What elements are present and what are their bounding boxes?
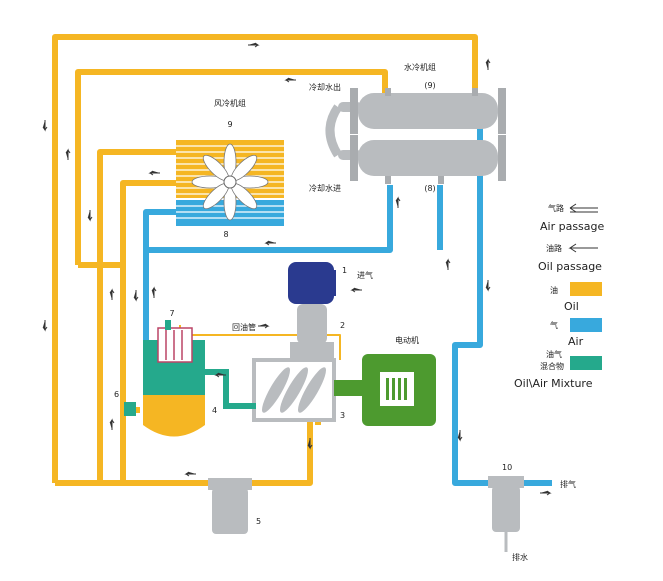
oil-pipe-fan-return <box>120 180 176 483</box>
air-pipes <box>143 100 552 486</box>
oil-filter-body <box>212 488 248 534</box>
air-cooler: 风冷机组 9 8 <box>176 98 284 239</box>
legend-oil-en: Oil <box>564 300 579 313</box>
fan-blades <box>191 143 269 221</box>
filter-num-6: 6 <box>114 390 119 399</box>
valve-num: 2 <box>340 321 345 330</box>
water-cooler-num-8: (8) <box>424 184 435 193</box>
intake-num: 1 <box>342 266 347 275</box>
legend-air: 气 Air <box>550 318 602 348</box>
motor-label: 电动机 <box>395 335 419 345</box>
legend-oil-cn: 油 <box>550 285 558 295</box>
air-cooler-num-8: 8 <box>223 230 228 239</box>
legend-air-sw-en: Air <box>568 335 584 348</box>
air-cooler-num-9: 9 <box>227 120 232 129</box>
legend-oil: 油 Oil <box>550 282 602 313</box>
air-pipe-left <box>143 209 176 340</box>
legend-air-cn: 气路 <box>548 203 564 213</box>
legend-mix-cn-2: 混合物 <box>540 361 564 371</box>
oil-passage-arrow-icon <box>568 243 598 253</box>
air-intake: 1 进气 2 <box>288 262 373 344</box>
legend-oil-path-en: Oil passage <box>538 260 602 273</box>
intake-valve <box>297 304 327 344</box>
intake-label: 进气 <box>357 270 373 280</box>
separator-oil <box>143 395 205 437</box>
return-oil-label: 回油管 <box>232 322 256 332</box>
mixture-swatch <box>570 356 602 370</box>
air-cooler-label: 风冷机组 <box>214 98 246 108</box>
air-swatch <box>570 318 602 332</box>
legend-mixture: 油气 混合物 Oil\Air Mixture <box>514 349 602 390</box>
mixture-pipe <box>205 369 256 409</box>
oil-pipe-outer <box>52 34 478 483</box>
oil-pipe-second <box>75 69 388 265</box>
air-passage-arrow-icon <box>569 203 598 213</box>
cooling-water-out-label: 冷却水出 <box>309 82 341 92</box>
legend-air-en: Air passage <box>540 220 605 233</box>
air-pipe-right <box>452 100 492 486</box>
compressor: 3 <box>252 342 345 422</box>
water-cooler-top <box>358 93 498 129</box>
water-cooler-bottom <box>358 140 498 176</box>
outlet-num: 10 <box>502 463 512 472</box>
oil-pipes <box>52 34 478 486</box>
oil-filter-num: 5 <box>256 517 261 526</box>
legend-oil-path-cn: 油路 <box>546 243 562 253</box>
legend-air-passage: 气路 Air passage <box>540 203 605 233</box>
water-cooler: 水冷机组 (9) 冷却水出 (8) 冷却水进 <box>309 62 506 193</box>
drain-label: 排水 <box>512 552 528 562</box>
intake-filter <box>288 262 334 304</box>
legend-mix-cn-1: 油气 <box>546 349 562 359</box>
water-cooler-label: 水冷机组 <box>404 62 436 72</box>
legend-air-sw-cn: 气 <box>550 320 558 330</box>
separator-num-7: 7 <box>169 309 174 318</box>
oil-filter: 5 <box>208 478 261 534</box>
air-pipe-fan-bottom <box>146 185 393 253</box>
oil-separator: 7 回油管 4 6 <box>114 309 256 437</box>
motor: 电动机 <box>334 335 436 426</box>
legend-oil-passage: 油路 Oil passage <box>538 243 602 273</box>
separator-num-4: 4 <box>212 406 217 415</box>
outlet-separator: 10 排气 排水 <box>488 463 576 562</box>
oil-swatch <box>570 282 602 296</box>
oil-pipe-fan-feed <box>97 149 176 483</box>
water-cooler-num-9: (9) <box>424 81 435 90</box>
legend-mix-en: Oil\Air Mixture <box>514 377 593 390</box>
outlet-body <box>492 486 520 532</box>
flow-arrows <box>42 42 552 496</box>
cooling-water-in-label: 冷却水进 <box>309 183 341 193</box>
legend: 气路 Air passage 油路 Oil passage 油 Oil 气 Ai… <box>514 203 605 390</box>
oil-stop-valve <box>124 402 136 416</box>
oil-pipe-bottom-right <box>250 420 313 486</box>
exhaust-label: 排气 <box>560 479 576 489</box>
compressor-num: 3 <box>340 411 345 420</box>
